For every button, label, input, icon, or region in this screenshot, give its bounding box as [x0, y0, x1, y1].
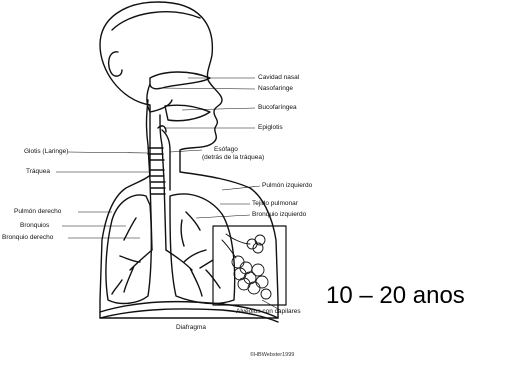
- label-alveolos: Alvéolos con capilares: [236, 308, 301, 315]
- leader-pulmon-izquierdo: [222, 186, 260, 190]
- leader-bucofaringea: [182, 108, 255, 110]
- nasal-cavity: [150, 72, 210, 89]
- label-epiglotis: Epiglotis: [258, 124, 283, 131]
- leader-esofago: [170, 150, 202, 152]
- label-bronquio-derecho: Bronquio derecho: [2, 234, 53, 241]
- label-pulmon-derecho: Pulmón derecho: [14, 208, 61, 215]
- hair-outline: [112, 12, 200, 30]
- bronchus-right: [120, 250, 152, 292]
- label-nasofaringe: Nasofaringe: [258, 85, 293, 92]
- label-esofago: Esófago: [214, 146, 238, 153]
- leader-nasofaringe: [158, 88, 255, 89]
- left-lung: [170, 194, 235, 303]
- age-range-caption: 10 – 20 anos: [326, 282, 465, 310]
- label-bronquio-izquierdo: Bronquio izquierdo: [252, 211, 306, 218]
- inset-connector: [200, 260, 213, 268]
- label-bucofaringea: Bucofaríngea: [258, 104, 297, 111]
- label-tejido-pulmonar: Tejido pulmonar: [252, 200, 298, 207]
- label-diafragma: Diafragma: [176, 324, 206, 331]
- label-glotis: Glotis (Laringe): [24, 148, 68, 155]
- epiglottis: [158, 126, 166, 132]
- label-cavidad-nasal: Cavidad nasal: [258, 74, 299, 81]
- trachea-rings: [150, 170, 165, 194]
- label-esofago-detail: (detrás de la tráquea): [202, 154, 264, 161]
- ear-outline: [109, 52, 122, 76]
- label-pulmon-izquierdo: Pulmón izquierdo: [262, 182, 312, 189]
- leader-glotis: [68, 152, 148, 153]
- copyright-notice: ©HBWebster1999: [250, 352, 294, 358]
- label-bronquios: Bronquios: [20, 222, 49, 229]
- alveoli-clusters: [222, 234, 271, 299]
- label-traquea: Tráquea: [26, 168, 50, 175]
- right-lung: [106, 195, 151, 303]
- oral-cavity: [165, 105, 210, 120]
